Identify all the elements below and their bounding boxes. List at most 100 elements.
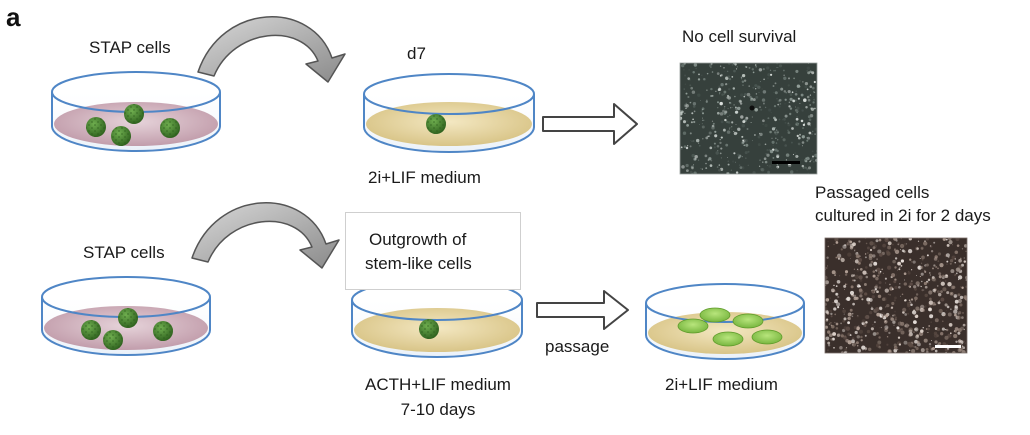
micrograph-speckle [930, 291, 932, 293]
micrograph-speckle [809, 160, 811, 163]
micrograph-speckle [776, 155, 780, 159]
label-passage: passage [545, 337, 610, 356]
micrograph-speckle [872, 254, 876, 258]
micrograph-speckle [840, 257, 845, 263]
micrograph-speckle [709, 146, 713, 150]
micrograph-speckle [750, 121, 752, 124]
micrograph-speckle [682, 120, 687, 124]
micrograph-speckle [790, 141, 793, 144]
micrograph-speckle [733, 130, 735, 133]
micrograph-speckle [888, 350, 891, 353]
micrograph-speckle [683, 104, 687, 108]
micrograph-speckle [851, 342, 857, 347]
micrograph-speckle [955, 238, 960, 242]
micrograph-speckle [936, 285, 939, 287]
micrograph-speckle [854, 274, 860, 280]
micrograph-speckle [825, 302, 827, 306]
micrograph-speckle [794, 99, 797, 102]
micrograph-speckle [764, 106, 767, 109]
micrograph-speckle [944, 335, 949, 340]
micrograph-speckle [759, 132, 761, 134]
micrograph-speckle [911, 310, 917, 315]
micrograph-speckle [930, 250, 934, 253]
micrograph-speckle [774, 82, 777, 85]
micrograph-speckle [901, 249, 905, 253]
micrograph-speckle [910, 280, 913, 282]
micrograph-speckle [957, 348, 962, 353]
micrograph-speckle [804, 85, 808, 89]
micrograph-speckle [959, 286, 962, 288]
micrograph-speckle [795, 122, 799, 126]
micrograph-speckle [919, 307, 921, 309]
stap-cluster [81, 320, 101, 340]
micrograph-speckle [827, 240, 829, 243]
micrograph-speckle [846, 243, 849, 246]
micrograph-speckle [783, 74, 785, 76]
micrograph-speckle [758, 68, 763, 72]
micrograph-speckle [852, 242, 856, 247]
micrograph-speckle [908, 329, 913, 334]
micrograph-speckle [863, 323, 867, 327]
micrograph-speckle [680, 111, 683, 116]
micrograph-speckle [710, 66, 712, 69]
micrograph-speckle [932, 288, 936, 293]
micrograph-speckle [780, 136, 783, 139]
micrograph-speckle [691, 90, 696, 94]
micrograph-speckle [784, 121, 787, 124]
micrograph-speckle [803, 122, 805, 124]
micrograph-speckle [832, 332, 837, 336]
micrograph-speckle [909, 282, 913, 286]
micrograph-speckle [710, 94, 713, 98]
micrograph-speckle [701, 168, 703, 170]
micrograph-speckle [931, 302, 936, 306]
micrograph-speckle [895, 274, 898, 276]
micrograph-speckle [705, 167, 708, 170]
micrograph-speckle [731, 160, 735, 163]
micrograph-speckle [875, 239, 879, 243]
micrograph-speckle [933, 241, 936, 244]
micrograph-speckle [890, 306, 894, 309]
micrograph-speckle [773, 69, 775, 72]
label-passaged-line2: cultured in 2i for 2 days [815, 206, 991, 225]
micrograph-speckle [956, 244, 960, 247]
micrograph-speckle [907, 248, 913, 254]
micrograph-speckle [710, 87, 713, 91]
micrograph-speckle [887, 293, 889, 295]
dish-bottom-right [645, 283, 805, 360]
micrograph-speckle [865, 275, 869, 279]
micrograph-speckle [861, 298, 864, 301]
micrograph-speckle [685, 146, 689, 150]
micrograph-speckle [952, 285, 956, 289]
micrograph-speckle [685, 104, 689, 108]
micrograph-speckle [858, 240, 861, 243]
micrograph-speckle [955, 267, 961, 272]
micrograph-speckle [691, 153, 695, 158]
micrograph-speckle [759, 81, 761, 83]
micrograph-speckle [685, 102, 687, 105]
micrograph-speckle [801, 135, 805, 139]
micrograph-speckle [711, 71, 714, 73]
micrograph-speckle [931, 276, 935, 279]
micrograph-speckle [797, 110, 799, 112]
micrograph-speckle [814, 91, 816, 93]
micrograph-speckle [954, 313, 957, 317]
micrograph-speckle [767, 170, 771, 174]
micrograph-speckle [839, 275, 841, 277]
micrograph-speckle [783, 117, 786, 121]
micrograph-speckle [740, 115, 744, 119]
micrograph-speckle [933, 264, 936, 267]
micrograph-speckle [719, 138, 721, 141]
micrograph-speckle [952, 351, 956, 353]
micrograph-speckle [809, 104, 812, 106]
micrograph-speckle [940, 281, 945, 286]
micrograph-speckle [908, 285, 911, 288]
micrograph-speckle [752, 71, 755, 74]
stap-cluster [103, 330, 123, 350]
micrograph-speckle [937, 252, 942, 256]
micrograph-speckle [891, 301, 895, 306]
micrograph-speckle [897, 261, 902, 266]
micrograph-speckle [806, 136, 809, 139]
stap-cluster [153, 321, 173, 341]
micrograph-speckle [864, 292, 868, 296]
micrograph-speckle [879, 253, 883, 257]
